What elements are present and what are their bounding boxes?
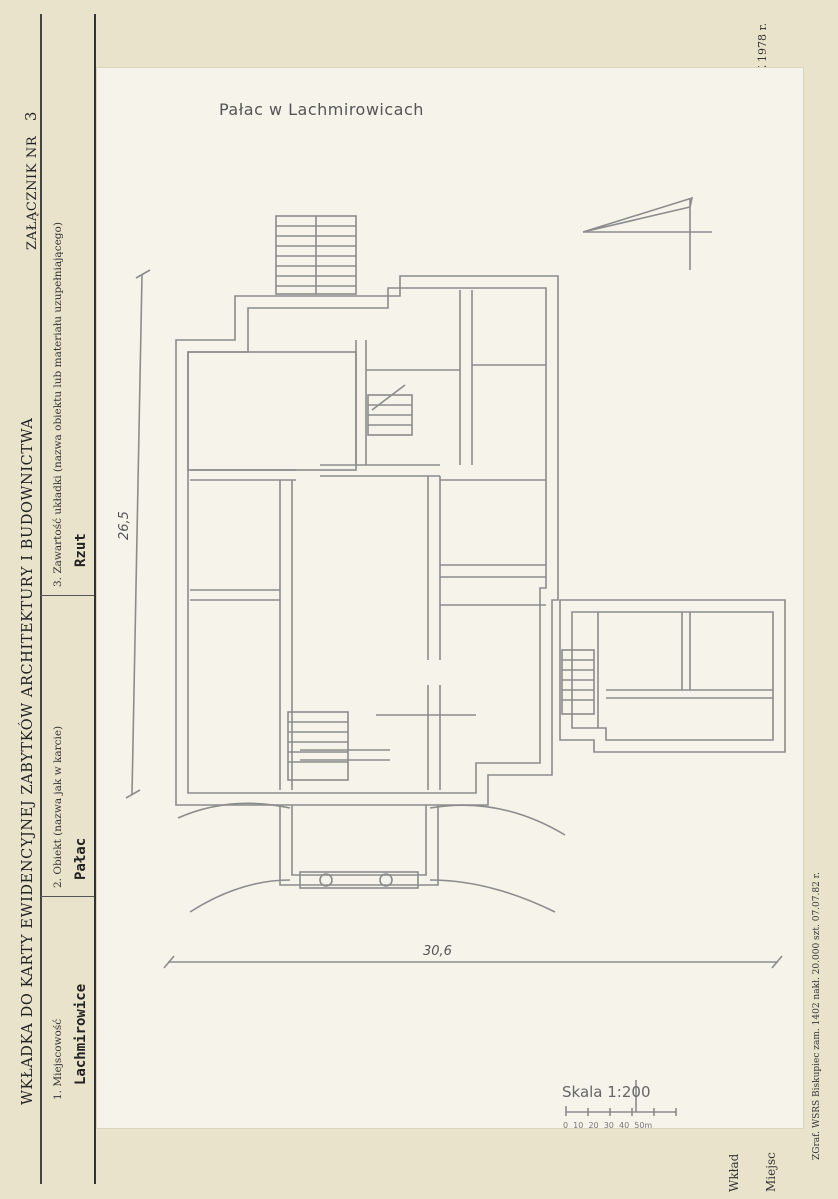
scale-label: Skala 1:200 [562, 1083, 651, 1101]
header-rule-1 [40, 14, 42, 1184]
interior-stair [367, 384, 413, 436]
scale-ticks: 0 10 20 30 40 50m [563, 1121, 652, 1130]
hall-stair [287, 711, 390, 781]
field-divider-1 [40, 896, 94, 897]
dim-vertical-line [125, 269, 151, 799]
drawing-title: Pałac w Lachmirowicach [219, 100, 424, 119]
top-steps [275, 215, 357, 295]
field-divider-2 [40, 595, 94, 596]
scale-bar [565, 1080, 677, 1116]
header-rule-2 [94, 14, 96, 1184]
dim-vertical-text: 26,5 [117, 511, 132, 540]
north-arrow [582, 196, 712, 270]
dim-horizontal-line [163, 955, 783, 969]
interior-walls [187, 290, 546, 790]
east-wing [559, 599, 786, 753]
main-walls [175, 275, 559, 806]
drawing-sheet: Pałac w Lachmirowicach [97, 68, 803, 1128]
portico [177, 802, 566, 913]
dim-horizontal-text: 30,6 [423, 944, 452, 959]
